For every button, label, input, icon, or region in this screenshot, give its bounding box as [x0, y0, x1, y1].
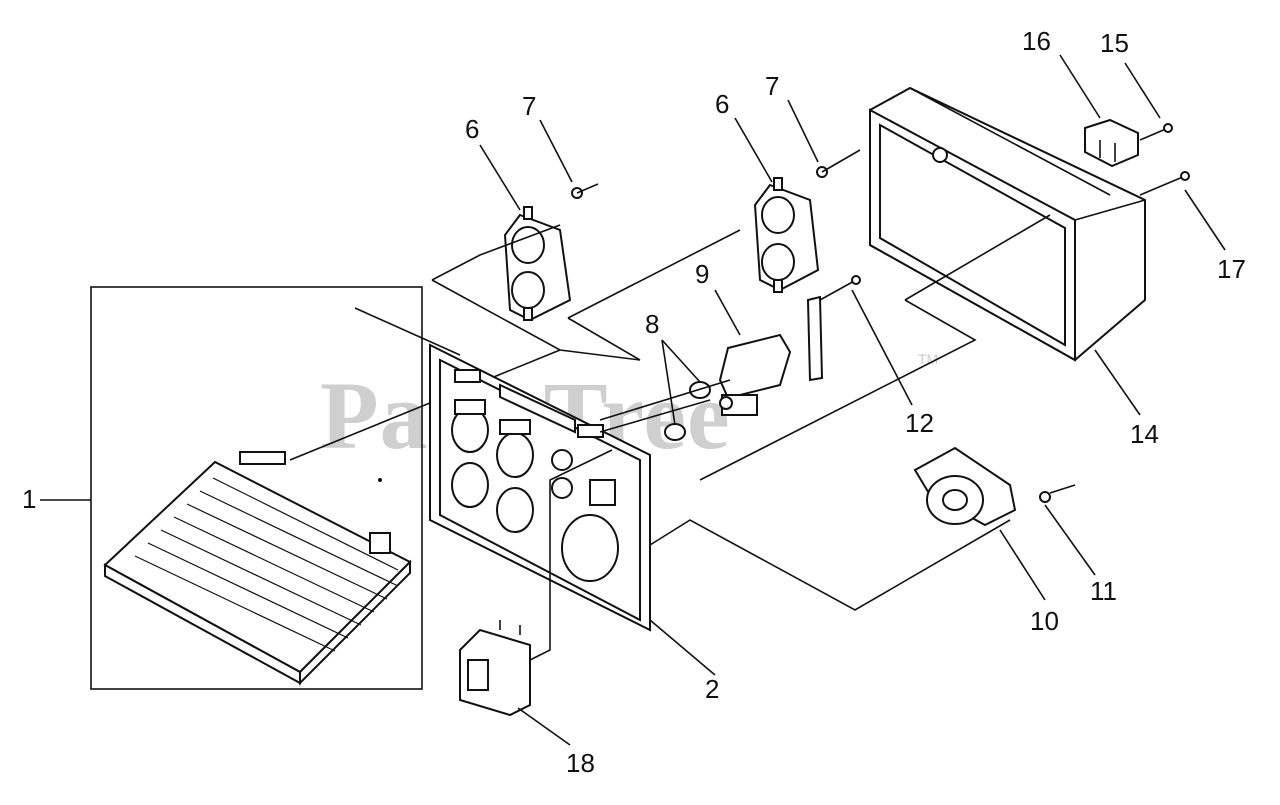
callout-16: 16 [1022, 26, 1051, 56]
duplex-outlet-left-part[interactable] [503, 206, 572, 322]
callout-9: 9 [695, 259, 709, 289]
leader-7b [787, 99, 819, 163]
callout-6b: 6 [715, 89, 729, 119]
leader-8 [661, 339, 701, 383]
cover-detail-box [90, 286, 423, 690]
leader-14 [1094, 349, 1141, 416]
bracket-part[interactable] [806, 295, 824, 382]
outlet-cover-part[interactable] [103, 307, 561, 686]
rocker-switch-part[interactable] [459, 620, 531, 717]
leader-18 [517, 707, 571, 746]
callout-11: 11 [1090, 576, 1117, 606]
leader-15 [1124, 62, 1161, 119]
watermark-trademark: TM [918, 351, 938, 367]
callout-6a: 6 [465, 114, 479, 144]
callout-8: 8 [645, 309, 659, 339]
leader-10 [999, 529, 1046, 601]
leader-6b [734, 117, 773, 183]
duplex-outlet-right-part[interactable] [753, 177, 820, 293]
screw-15-part[interactable] [1139, 127, 1169, 141]
leader-17 [1184, 189, 1226, 251]
callout-18: 18 [566, 748, 595, 778]
callout-12: 12 [905, 408, 934, 438]
callout-10: 10 [1030, 606, 1059, 636]
callout-7b: 7 [765, 71, 779, 101]
outlet-housing-box-part[interactable] [869, 86, 1146, 362]
leader-16 [1059, 54, 1101, 119]
callout-2: 2 [705, 674, 719, 704]
terminal-block-part[interactable] [1084, 118, 1139, 168]
callout-15: 15 [1100, 28, 1129, 58]
leader-7a [539, 119, 573, 183]
indicator-light-part[interactable] [664, 381, 711, 441]
twist-lock-receptacle-part[interactable] [913, 446, 1017, 527]
nut-11-part[interactable] [1039, 491, 1051, 503]
callout-1: 1 [22, 484, 36, 514]
control-panel-faceplate-part[interactable] [429, 343, 651, 632]
circuit-breaker-part[interactable] [718, 333, 792, 416]
callout-14: 14 [1130, 419, 1159, 449]
leader-12 [851, 289, 913, 406]
leader-6a [479, 144, 521, 211]
callout-17: 17 [1217, 254, 1246, 284]
leader-9 [714, 289, 741, 336]
screw-17-part[interactable] [1139, 175, 1186, 196]
leader-11 [1044, 504, 1096, 576]
leader-2 [649, 619, 716, 676]
callout-7a: 7 [522, 91, 536, 121]
